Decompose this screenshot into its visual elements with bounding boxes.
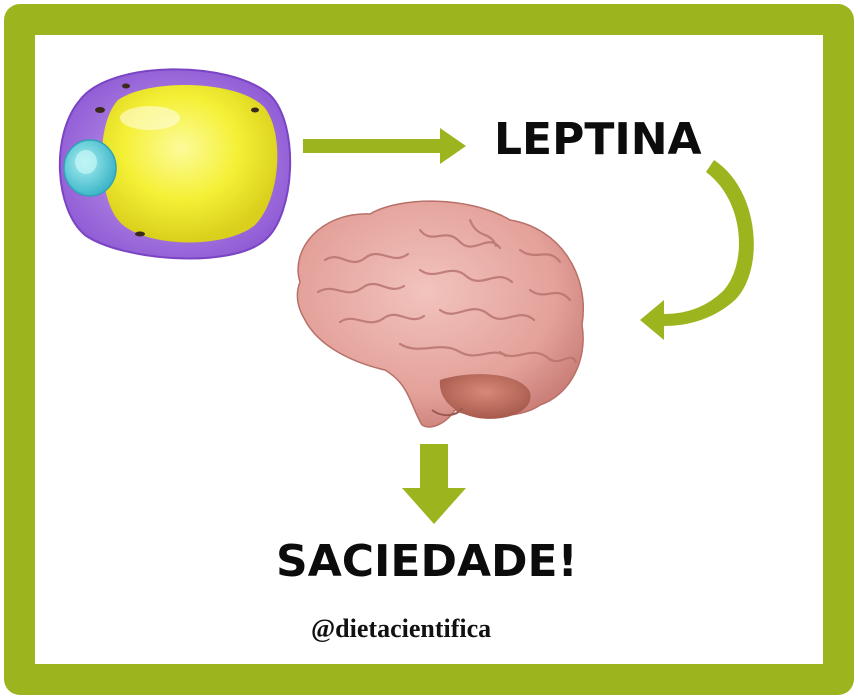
curved-arrow-leptina-to-brain [640, 160, 754, 340]
fat-cell-image [58, 68, 292, 260]
credit-handle: @dietacientifica [311, 614, 492, 643]
arrow-cell-to-leptina [303, 128, 466, 164]
green-frame [4, 4, 854, 695]
saciedade-label: SACIEDADE! [276, 536, 578, 587]
brain-image [296, 200, 584, 428]
arrow-brain-to-saciedade [402, 444, 466, 524]
leptina-label: LEPTINA [494, 114, 702, 165]
